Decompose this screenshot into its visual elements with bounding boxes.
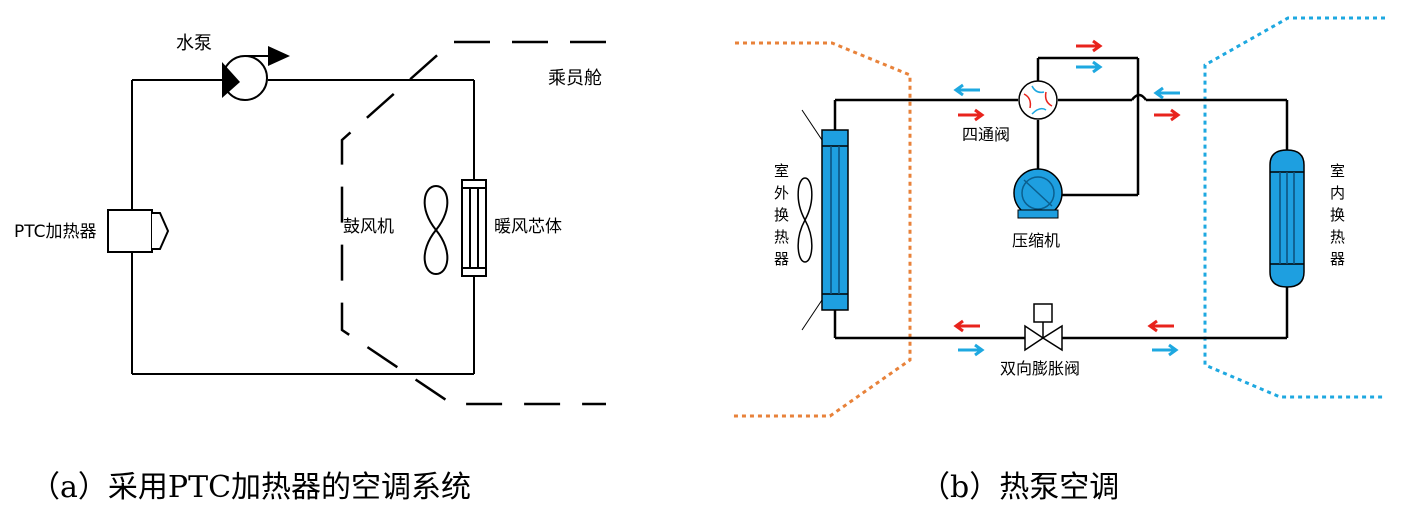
refrigerant-pipe — [833, 56, 1289, 340]
blue-arrow-left — [1153, 86, 1180, 100]
expansion-valve-icon — [1024, 303, 1063, 352]
blue-arrow-right — [1076, 60, 1103, 74]
red-arrow-left — [1147, 319, 1174, 333]
blower-label: 鼓风机 — [343, 217, 394, 237]
four-way-valve-icon — [1018, 80, 1058, 120]
diagram-a: 水泵 PTC加热器 乘员舱 鼓风机 暖风芯体 （a）采用PTC加热器的空调系统 — [14, 33, 606, 505]
water-loop-pipe — [131, 79, 475, 375]
red-arrow-right — [1076, 39, 1103, 53]
red-arrow-right — [1154, 108, 1181, 122]
svg-text:器: 器 — [1330, 250, 1345, 268]
svg-text:热: 热 — [1330, 228, 1345, 246]
outdoor-boundary — [730, 41, 912, 418]
svg-text:换: 换 — [774, 206, 789, 224]
diagram-b: 四通阀 压缩机 室 外 换 热 器 — [730, 16, 1385, 505]
outdoor-heat-exchanger-icon — [801, 109, 849, 331]
cabin-label: 乘员舱 — [548, 68, 602, 89]
pump-label: 水泵 — [176, 33, 212, 54]
compressor-icon — [1013, 168, 1063, 219]
outdoor-hx-label: 室 外 换 热 器 — [774, 162, 789, 268]
compressor-label: 压缩机 — [1012, 231, 1060, 250]
flow-arrows — [953, 39, 1181, 357]
heater-core-label: 暖风芯体 — [494, 217, 562, 237]
heater-core-icon — [461, 179, 487, 277]
blower-fan-icon — [423, 184, 449, 276]
indoor-heat-exchanger-icon — [1269, 149, 1305, 288]
red-arrow-right — [958, 108, 985, 122]
cabin-boundary — [340, 40, 606, 406]
ptc-heater-label: PTC加热器 — [14, 222, 97, 242]
caption-a: （a）采用PTC加热器的空调系统 — [30, 470, 471, 505]
ptc-heater-icon — [107, 209, 170, 253]
svg-text:室: 室 — [1330, 162, 1345, 180]
blue-arrow-left — [953, 83, 980, 97]
svg-text:室: 室 — [774, 162, 789, 180]
blue-arrow-right — [958, 343, 985, 357]
water-pump-icon — [222, 46, 290, 101]
outdoor-fan-icon — [797, 177, 813, 263]
red-arrow-left — [953, 319, 980, 333]
svg-text:外: 外 — [774, 184, 789, 202]
caption-b: （b）热泵空调 — [920, 470, 1119, 505]
four-way-valve-label: 四通阀 — [962, 125, 1010, 144]
indoor-hx-label: 室 内 换 热 器 — [1330, 162, 1345, 268]
svg-text:内: 内 — [1330, 184, 1345, 202]
indoor-boundary — [1203, 16, 1385, 399]
svg-text:热: 热 — [774, 228, 789, 246]
svg-text:器: 器 — [774, 250, 789, 268]
blue-arrow-right — [1152, 343, 1179, 357]
svg-text:换: 换 — [1330, 206, 1345, 224]
expansion-valve-label: 双向膨胀阀 — [1000, 359, 1080, 378]
